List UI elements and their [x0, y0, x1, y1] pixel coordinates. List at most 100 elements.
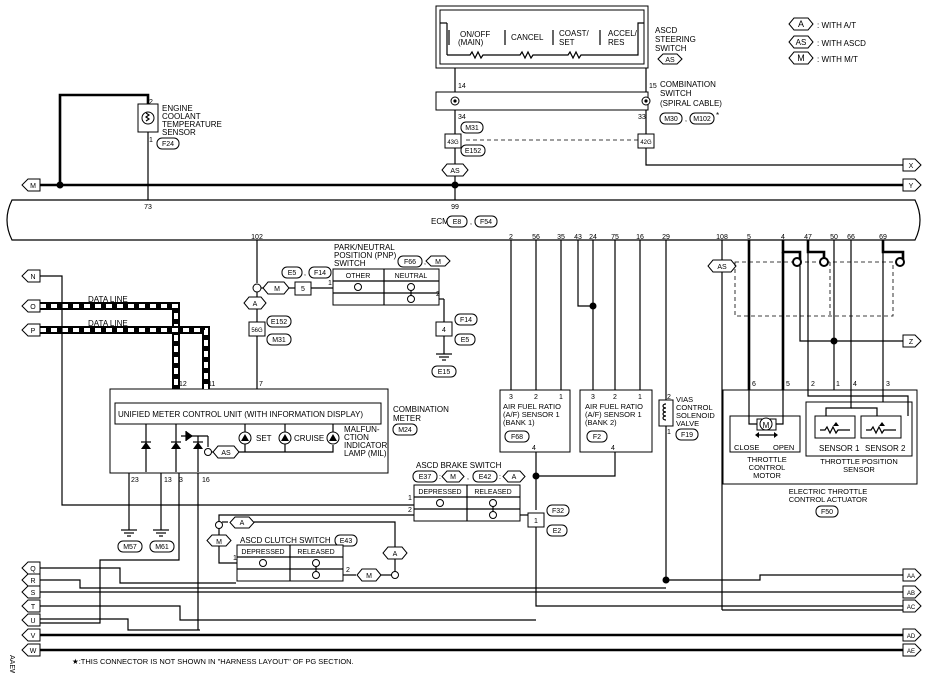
clutch-tag-m: M: [216, 539, 222, 546]
throttle-motor-label-2: CONTROL: [749, 463, 786, 472]
junction-42g: 42G: [640, 140, 652, 146]
pnp-col-other: OTHER: [346, 273, 371, 280]
clutch-col-depressed: DEPRESSED: [241, 549, 284, 556]
af2-pin-3: 3: [591, 394, 595, 401]
throttle-pin-1: 1: [836, 381, 840, 388]
brake-conn-f32: F32: [552, 508, 564, 515]
meter-pin-23: 23: [131, 477, 139, 484]
throttle-conn: F50: [821, 509, 833, 516]
brake-conn-e42: E42: [479, 474, 492, 481]
af2-title-2: (A/F) SENSOR 1: [585, 410, 642, 419]
pnp-col-neutral: NEUTRAL: [395, 273, 428, 280]
meter-pin-3: 3: [179, 477, 183, 484]
meter-mil-3: INDICATOR: [344, 441, 387, 450]
meter-lamp-set: SET: [256, 434, 272, 443]
pnp-conn-tag-m: M: [435, 259, 441, 266]
svg-text:,: ,: [304, 270, 306, 277]
term-left-o: O: [30, 304, 36, 311]
throttle-pin-6: 6: [752, 381, 756, 388]
clutch-conn: E43: [340, 538, 353, 545]
ascd-btn-onoff-l1: ON/OFF: [460, 30, 490, 39]
combo-pin-15: 15: [649, 83, 657, 90]
af2-title-1: AIR FUEL RATIO: [585, 402, 643, 411]
ascd-switch-title-3: SWITCH: [655, 44, 687, 53]
pnp-conn-f14: F14: [314, 270, 326, 277]
combo-tag-as: AS: [450, 168, 460, 175]
brake-title: ASCD BRAKE SWITCH: [416, 461, 502, 470]
throttle-pin-2: 2: [811, 381, 815, 388]
af1-pin-3: 3: [509, 394, 513, 401]
throttle-sensor-1: SENSOR 1: [819, 444, 860, 453]
term-left-v: V: [31, 633, 36, 640]
meter-lamp-cruise: CRUISE: [294, 434, 324, 443]
meter-pin-16: 16: [202, 477, 210, 484]
af2-conn: F2: [593, 434, 601, 441]
throttle-actuator-label-1: ELECTRIC THROTTLE: [789, 487, 868, 496]
combo-conn-m30: M30: [664, 116, 678, 123]
legend-as-text: : WITH ASCD: [817, 39, 866, 48]
ecm-pin-47: 47: [804, 234, 812, 241]
clutch-tag-a2: A: [393, 551, 398, 558]
term-left-t: T: [31, 604, 36, 611]
combo-conn-e152: E152: [465, 148, 481, 155]
svg-text::: :: [499, 474, 501, 481]
ecm-pin-73: 73: [144, 204, 152, 211]
ecm-pin-50: 50: [830, 234, 838, 241]
ascd-btn-coast-l1: COAST/: [559, 29, 590, 38]
af1-pin-1: 1: [559, 394, 563, 401]
combo-pin-33: 33: [638, 114, 646, 121]
throttle-motor-close: CLOSE: [734, 443, 759, 452]
meter-pin-11: 11: [208, 381, 215, 388]
ascd-btn-coast-l2: SET: [559, 38, 575, 47]
pnp-conn-e15: E15: [438, 369, 451, 376]
coolant-title-2: COOLANT: [162, 112, 201, 121]
throttle-motor-label-1: THROTTLE: [747, 455, 787, 464]
throttle-pin-4: 4: [853, 381, 857, 388]
throttle-motor-open: OPEN: [773, 443, 794, 452]
clutch-col-released: RELEASED: [297, 549, 334, 556]
pnp-conn-f14b: F14: [460, 317, 472, 324]
combo-pin-14: 14: [458, 83, 466, 90]
meter-mil-2: CTION: [344, 433, 369, 442]
clutch-title: ASCD CLUTCH SWITCH: [240, 536, 331, 545]
coolant-title-4: SENSOR: [162, 128, 196, 137]
pnp-title-2: POSITION (PNP): [334, 251, 397, 260]
ecm-conn-f54: F54: [480, 219, 492, 226]
combo-conn-m31: M31: [465, 125, 479, 132]
af1-title-2: (A/F) SENSOR 1: [503, 410, 560, 419]
pnp-tag-m: M: [274, 286, 280, 293]
svg-text::: :: [439, 474, 441, 481]
ascd-btn-accel-l2: RES: [608, 38, 624, 47]
af1-title-1: AIR FUEL RATIO: [503, 402, 561, 411]
brake-tag-m: M: [450, 474, 456, 481]
term-right-ad: AD: [907, 634, 916, 640]
brake-pin-2: 2: [408, 507, 412, 514]
ecm-pin-99: 99: [451, 204, 459, 211]
svg-text:,: ,: [470, 219, 472, 226]
term-left-r: R: [30, 578, 35, 585]
throttle-pin-3: 3: [886, 381, 890, 388]
legend-a-code: A: [798, 19, 804, 29]
term-left-u: U: [30, 618, 35, 625]
term-right-ac: AC: [907, 605, 916, 611]
ascd-brake-switch: ASCD BRAKE SWITCH E37 : M , E42 : A DEPR…: [218, 461, 570, 600]
meter-conn-m24: M24: [398, 427, 412, 434]
ascd-switch-title-2: STEERING: [655, 35, 696, 44]
legend-a-text: : WITH A/T: [817, 21, 856, 30]
vias-title-4: VALVE: [676, 419, 699, 428]
af2-pin-2: 2: [613, 394, 617, 401]
meter-conn-m31: M31: [272, 337, 286, 344]
pnp-switch: M 5 1 E5 , F14 PARK/NEUTRAL POSITION (PN…: [252, 240, 478, 378]
pnp-conn-e5b: E5: [461, 337, 470, 344]
term-left-m: M: [30, 183, 36, 190]
ecm-pin-75: 75: [611, 234, 619, 241]
ecm-pin-56: 56: [532, 234, 540, 241]
term-left-n: N: [30, 274, 35, 281]
pnp-pin-2: 2: [436, 291, 440, 298]
af-sensor-bank2: 3 2 1 AIR FUEL RATIO (A/F) SENSOR 1 (BAN…: [532, 240, 653, 480]
meter-ground-m57: M57: [123, 544, 137, 551]
meter-unit-title: UNIFIED METER CONTROL UNIT (WITH INFORMA…: [118, 410, 363, 419]
pnp-title-1: PARK/NEUTRAL: [334, 243, 395, 252]
vias-pin-2: 2: [667, 394, 671, 401]
ecm-pin-102: 102: [251, 234, 263, 241]
